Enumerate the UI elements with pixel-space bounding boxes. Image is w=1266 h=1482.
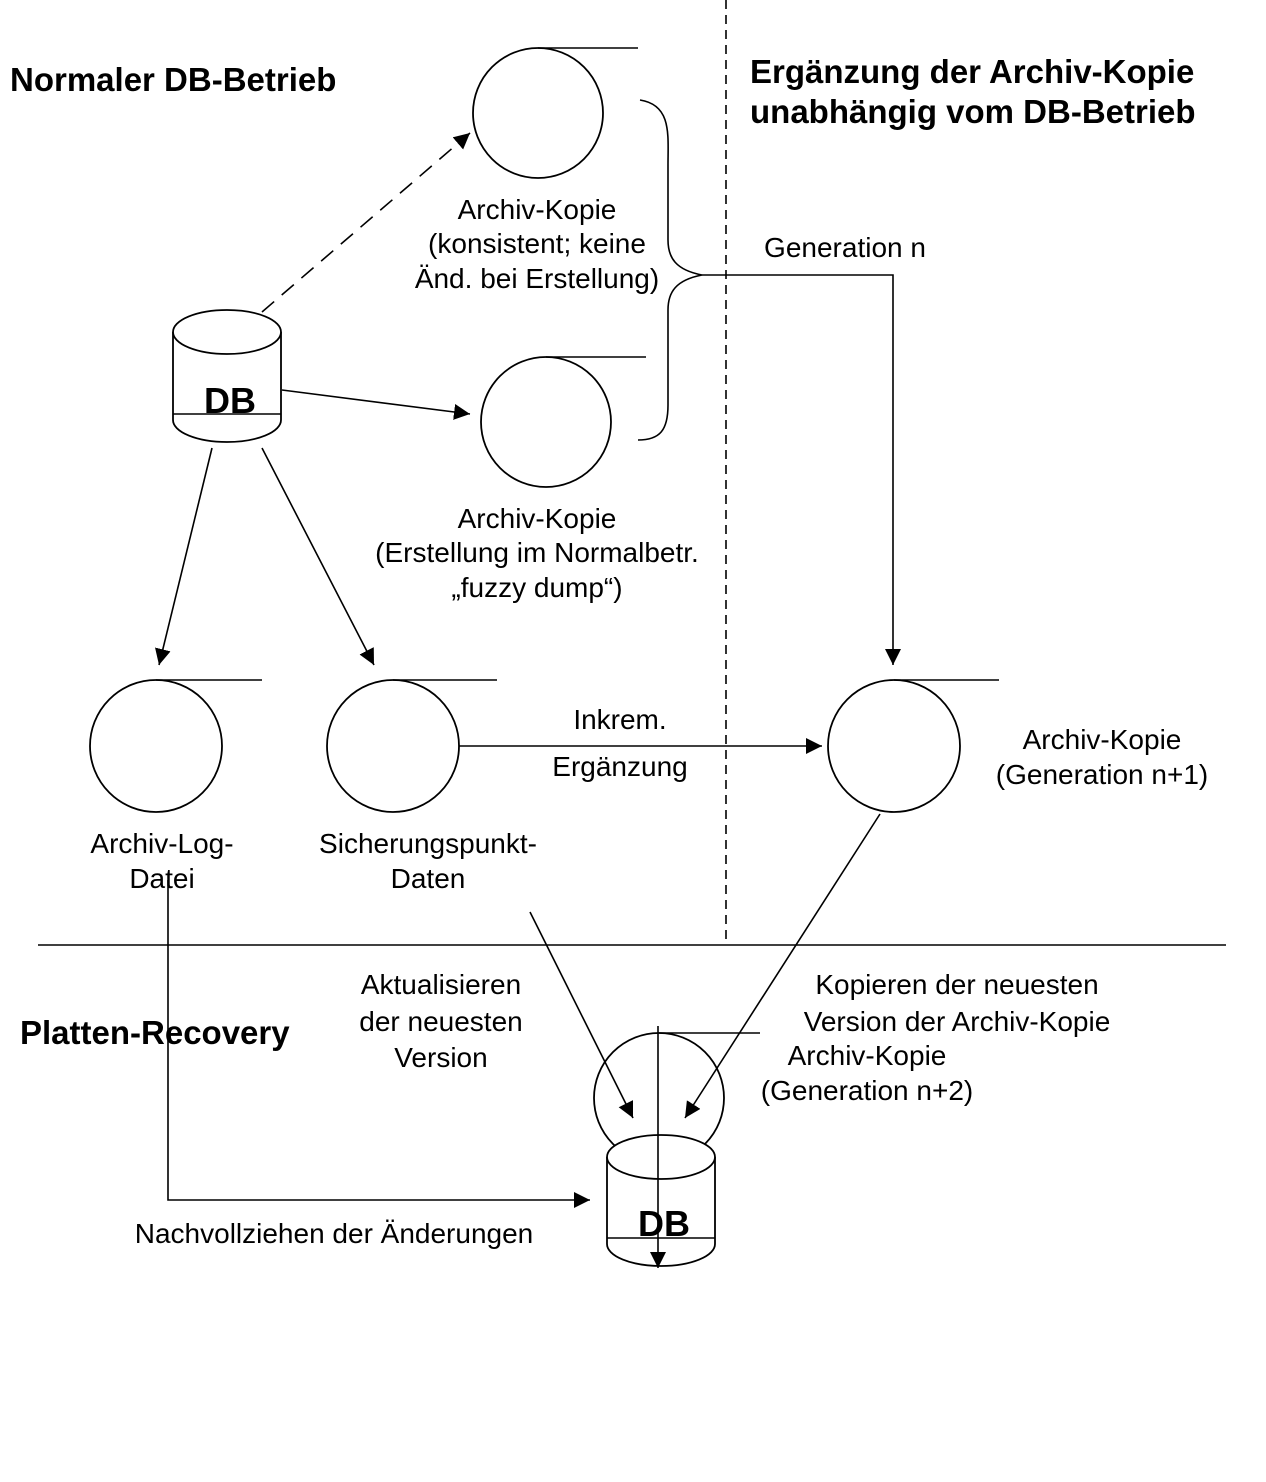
svg-text:(Generation n+1): (Generation n+1) bbox=[996, 759, 1208, 790]
label-update-latest: Aktualisieren der neuesten Version bbox=[359, 969, 522, 1073]
arrow-n1-to-db bbox=[684, 813, 881, 1119]
database-top-label: DB bbox=[204, 380, 256, 421]
svg-text:Ergänzung: Ergänzung bbox=[552, 751, 687, 782]
svg-text:Archiv-Kopie: Archiv-Kopie bbox=[458, 503, 617, 534]
label-incremental: Inkrem. Ergänzung bbox=[552, 704, 687, 782]
archive-copy-n1 bbox=[827, 679, 999, 813]
generation-brace bbox=[637, 99, 703, 441]
header-archive-line1: Ergänzung der Archiv-Kopie bbox=[750, 53, 1194, 90]
label-copy-latest: Kopieren der neuesten Version der Archiv… bbox=[804, 969, 1111, 1037]
label-copy-fuzzy: Archiv-Kopie (Erstellung im Normalbetr. … bbox=[375, 503, 699, 603]
checkpoint-data bbox=[326, 679, 497, 813]
label-copy-n1: Archiv-Kopie (Generation n+1) bbox=[996, 724, 1208, 790]
label-copy-n2: Archiv-Kopie (Generation n+2) bbox=[761, 1040, 973, 1106]
header-recovery: Platten-Recovery bbox=[20, 1014, 290, 1051]
svg-text:„fuzzy dump“): „fuzzy dump“) bbox=[451, 572, 622, 603]
archive-log-file bbox=[89, 679, 262, 813]
database-bottom: DB bbox=[606, 1134, 716, 1267]
database-top: DB bbox=[172, 309, 282, 443]
database-bottom-label: DB bbox=[638, 1203, 690, 1244]
svg-text:(Erstellung im Normalbetr.: (Erstellung im Normalbetr. bbox=[375, 537, 699, 568]
svg-text:Kopieren der neuesten: Kopieren der neuesten bbox=[815, 969, 1098, 1000]
header-normal-operation: Normaler DB-Betrieb bbox=[10, 61, 336, 98]
svg-text:Archiv-Kopie: Archiv-Kopie bbox=[1023, 724, 1182, 755]
svg-text:Version der Archiv-Kopie: Version der Archiv-Kopie bbox=[804, 1006, 1111, 1037]
label-replay-changes: Nachvollziehen der Änderungen bbox=[135, 1218, 534, 1249]
label-generation-n: Generation n bbox=[764, 232, 926, 263]
arrow-db-to-fuzzy bbox=[281, 389, 471, 420]
arrow-checkpoint-to-db bbox=[529, 911, 634, 1119]
svg-text:(konsistent; keine: (konsistent; keine bbox=[428, 228, 646, 259]
svg-text:Sicherungspunkt-: Sicherungspunkt- bbox=[319, 828, 537, 859]
label-checkpoint: Sicherungspunkt- Daten bbox=[319, 828, 537, 894]
svg-text:der neuesten: der neuesten bbox=[359, 1006, 522, 1037]
svg-text:Inkrem.: Inkrem. bbox=[573, 704, 666, 735]
arrow-db-to-consistent bbox=[261, 132, 471, 313]
svg-text:Änd. bei Erstellung): Änd. bei Erstellung) bbox=[415, 263, 659, 294]
label-log-file: Archiv-Log- Datei bbox=[90, 828, 233, 894]
label-copy-consistent: Archiv-Kopie (konsistent; keine Änd. bei… bbox=[415, 194, 659, 294]
header-archive-line2: unabhängig vom DB-Betrieb bbox=[750, 93, 1196, 130]
arrow-generation-to-n1 bbox=[702, 274, 901, 665]
svg-text:Archiv-Kopie: Archiv-Kopie bbox=[458, 194, 617, 225]
svg-text:Daten: Daten bbox=[391, 863, 466, 894]
svg-text:Aktualisieren: Aktualisieren bbox=[361, 969, 521, 1000]
svg-text:(Generation n+2): (Generation n+2) bbox=[761, 1075, 973, 1106]
svg-text:Version: Version bbox=[394, 1042, 487, 1073]
arrow-log-to-db bbox=[167, 880, 590, 1208]
svg-text:Archiv-Log-: Archiv-Log- bbox=[90, 828, 233, 859]
archive-copy-consistent bbox=[472, 47, 638, 179]
svg-text:Archiv-Kopie: Archiv-Kopie bbox=[788, 1040, 947, 1071]
svg-text:Datei: Datei bbox=[129, 863, 194, 894]
archive-copy-fuzzy bbox=[480, 356, 646, 488]
arrow-db-to-log bbox=[155, 447, 213, 666]
arrow-db-to-checkpoint bbox=[261, 447, 375, 666]
